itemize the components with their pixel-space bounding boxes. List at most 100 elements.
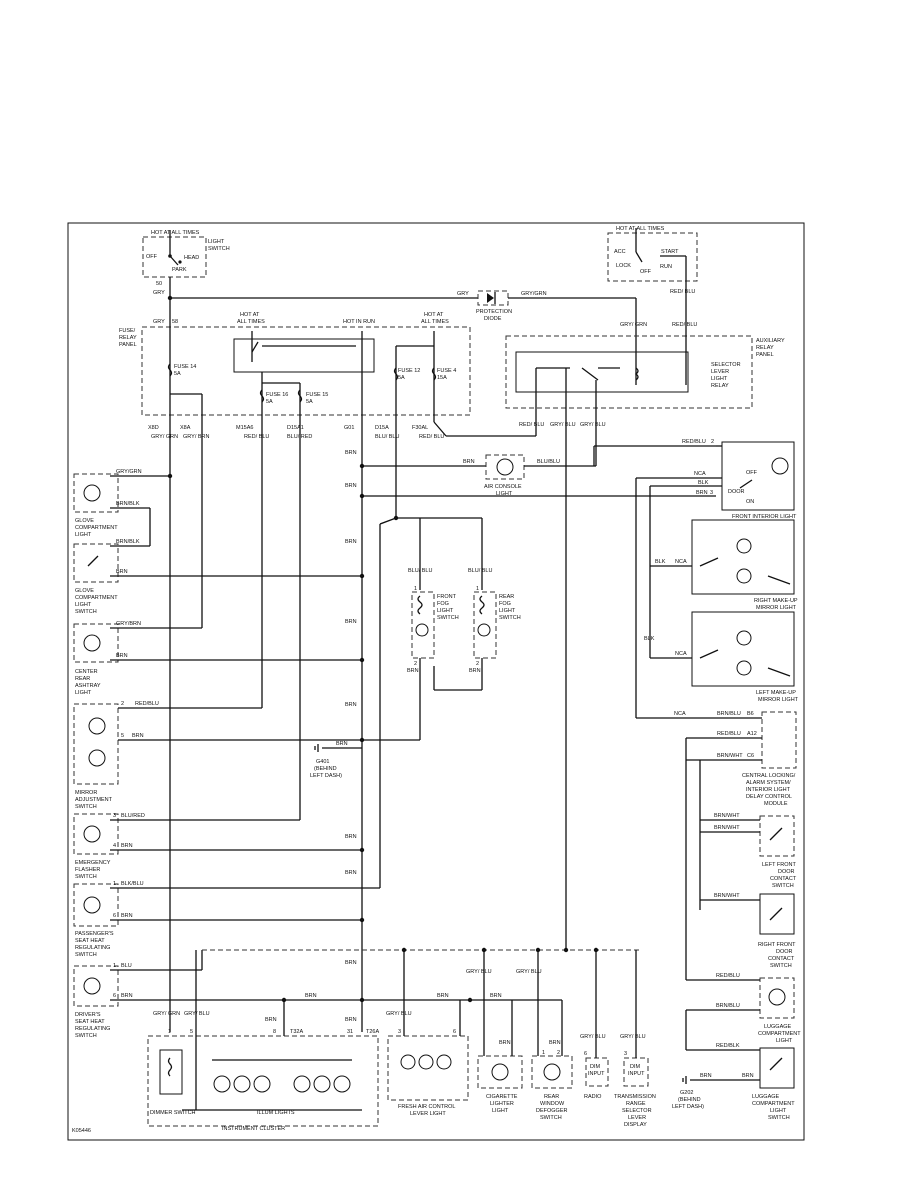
pin-1-def: 1 xyxy=(542,1050,545,1056)
pin-6-ps: 6 xyxy=(113,913,116,919)
wire-red-blu-ll: RED/BLU xyxy=(716,973,740,979)
light-switch: HOT AT ALL TIMES LIGHT SWITCH OFF HEAD P… xyxy=(142,230,230,298)
wire-blu-blu-ff: BLU/ BLU xyxy=(408,568,432,574)
wire-gry-3: GRY xyxy=(153,319,165,325)
label-fi-door: DOOR xyxy=(728,489,745,495)
pin-6-ds: 6 xyxy=(113,993,116,999)
rear-window-defogger-switch: GRY/ BLU BRN 1 2 REAR WINDOW DEFOGGER SW… xyxy=(516,950,573,1121)
label-radio: RADIO xyxy=(584,1094,602,1100)
wire-gry-grn-1: GRY/GRN xyxy=(521,291,547,297)
emergency-flasher-switch: 3 BLU/RED 4 BRN EMERGENCY FLASHER SWITCH xyxy=(73,813,362,880)
label-pass-1: PASSENGER'S xyxy=(75,931,114,937)
pin-6-rad: 6 xyxy=(584,1051,587,1057)
bulb-icon xyxy=(736,568,752,584)
label-trn-3: SELECTOR xyxy=(622,1108,652,1114)
conn-f30al: F30AL xyxy=(412,425,428,431)
label-clm-2: ALARM SYSTEM/ xyxy=(746,780,791,786)
pin-a12: A12 xyxy=(747,731,757,737)
label-fi-off: OFF xyxy=(746,470,758,476)
wire-brn-mir: BRN xyxy=(132,733,144,739)
label-head: HEAD xyxy=(184,255,199,261)
wire-gry-2: GRY xyxy=(457,291,469,297)
label-lf-1: LEFT FRONT xyxy=(762,862,796,868)
rear-fog-light-switch: 1 REAR FOG LIGHT SWITCH 2 BRN xyxy=(469,586,521,674)
conn-d15a1: D15A1 xyxy=(287,425,304,431)
conn-m15a6: M15A6 xyxy=(236,425,253,431)
wire-red-blu-c: RED/ BLU xyxy=(672,322,697,328)
label-def-3: DEFOGGER xyxy=(536,1108,568,1114)
pin-c6: C6 xyxy=(747,753,754,759)
label-fuse-relay-1: FUSE/ xyxy=(119,328,136,334)
wire-blk-rm: BLK xyxy=(655,559,666,565)
wire-brn-g401: BRN xyxy=(336,741,348,747)
left-front-door-contact-switch: BRN/WHT BRN/WHT LEFT FRONT DOOR CONTACT … xyxy=(700,813,797,889)
wire-brn-blu-clm: BRN/BLU xyxy=(717,711,741,717)
pin-1-ff: 1 xyxy=(414,586,417,592)
label-air-console-2: LIGHT xyxy=(496,491,513,497)
wire-gry-brn-2: GRY/ BRN xyxy=(183,434,210,440)
label-def-4: SWITCH xyxy=(540,1115,562,1121)
wire-brn-bot-3: BRN xyxy=(490,993,502,999)
pin-5-mir: 5 xyxy=(121,733,124,739)
wire-gry-blu-fa: GRY/ BLU xyxy=(386,1011,412,1017)
pin-2-mir: 2 xyxy=(121,701,124,707)
label-trn-input: INPUT xyxy=(628,1071,645,1077)
label-sel-1: SELECTOR xyxy=(711,362,741,368)
pin-6-fa: 6 xyxy=(453,1029,456,1035)
label-def-2: WINDOW xyxy=(540,1101,565,1107)
wire-brn-wht-lf1: BRN/WHT xyxy=(714,813,740,819)
label-mirror-1: MIRROR xyxy=(75,790,97,796)
label-trn-5: DISPLAY xyxy=(624,1122,647,1128)
wire-gry-blu-rad: GRY/ BLU xyxy=(580,1034,606,1040)
label-air-console-1: AIR CONSOLE xyxy=(484,484,522,490)
label-all-times-1: ALL TIMES xyxy=(237,319,265,325)
passenger-seat-heat-switch: 1 BLK/BLU 6 BRN PASSENGER'S SEAT HEAT RE… xyxy=(73,517,397,958)
label-trn-1: TRANSMISSION xyxy=(614,1094,656,1100)
pin-3-fa: 3 xyxy=(398,1029,401,1035)
label-hot-at-all-times-1: HOT AT ALL TIMES xyxy=(151,230,200,236)
label-emerg-1: EMERGENCY xyxy=(75,860,111,866)
label-ashtray-4: LIGHT xyxy=(75,690,92,696)
wire-blk-blu-ps: BLK/BLU xyxy=(121,881,144,887)
mirror-adjustment-switch: 2 RED/BLU 5 BRN MIRROR ADJUSTMENT SWITCH xyxy=(73,701,362,810)
wire-nca-rm: NCA xyxy=(675,559,687,565)
label-drv-4: SWITCH xyxy=(75,1033,97,1039)
label-run: RUN xyxy=(660,264,672,270)
label-fuse12: FUSE 12 xyxy=(398,368,420,374)
label-t32a: T32A xyxy=(290,1029,303,1035)
wire-brn-fi: BRN xyxy=(696,490,708,496)
label-glove-light-1: GLOVE xyxy=(75,518,94,524)
label-ll-3: LIGHT xyxy=(776,1038,793,1044)
label-rfd-1: RIGHT FRONT xyxy=(758,942,796,948)
auxiliary-relay-panel: AUXILIARY RELAY PANEL SELECTOR LEVER LIG… xyxy=(505,298,785,409)
bulb-icon xyxy=(233,1075,251,1093)
wire-blu-blu-a: BLU/ BLU xyxy=(375,434,399,440)
bulb-icon xyxy=(736,660,752,676)
wire-red-blu-d: RED/ BLU xyxy=(519,422,544,428)
label-sel-2: LEVER xyxy=(711,369,729,375)
label-ashtray-2: REAR xyxy=(75,676,90,682)
label-sel-4: RELAY xyxy=(711,383,729,389)
pin-1-ic: 1 xyxy=(168,1029,171,1035)
bulb-icon xyxy=(415,623,429,637)
diode-icon xyxy=(487,293,494,303)
label-fuse-relay-3: PANEL xyxy=(119,342,137,348)
ground-g401: BRN G401 (BEHIND LEFT DASH) xyxy=(310,741,362,779)
label-fuse14a: 5A xyxy=(174,371,181,377)
bulb-icon xyxy=(491,1063,509,1081)
pin-2-fi: 2 xyxy=(711,439,714,445)
label-g202-2: (BEHIND xyxy=(678,1097,701,1103)
pin-8-ic: 8 xyxy=(273,1029,276,1035)
label-start: START xyxy=(661,249,679,255)
label-lm-1: LEFT MAKE-UP xyxy=(756,690,796,696)
label-illum: ILLUM LIGHTS xyxy=(257,1110,295,1116)
bulb-icon xyxy=(83,634,101,652)
luggage-compartment-light-switch: RED/BLK BRN LUGGAGE COMPARTMENT LIGHT SW… xyxy=(686,1043,795,1121)
wire-nca-clm: NCA xyxy=(674,711,686,717)
bulb-icon xyxy=(400,1054,416,1070)
wire-blu-blu-rf: BLU/ BLU xyxy=(468,568,492,574)
wire-brn-blu-ll: BRN/BLU xyxy=(716,1003,740,1009)
label-emerg-3: SWITCH xyxy=(75,874,97,880)
wire-brn-wht-rf: BRN/WHT xyxy=(714,893,740,899)
label-ll-2: COMPARTMENT xyxy=(758,1031,801,1037)
